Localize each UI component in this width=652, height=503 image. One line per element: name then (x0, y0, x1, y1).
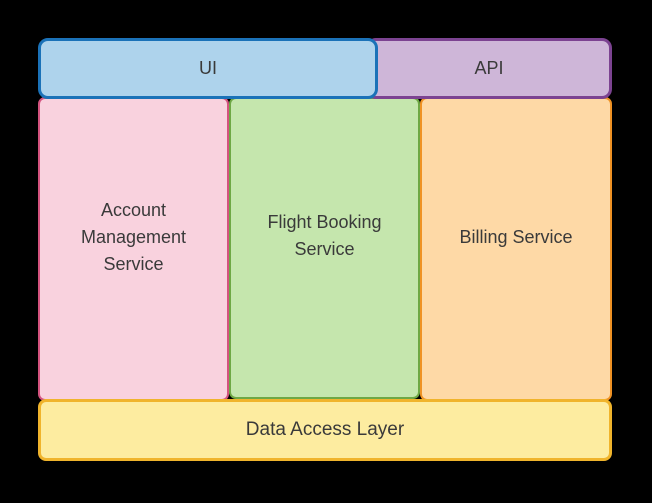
data-access-layer-node[interactable]: Data Access Layer (38, 399, 612, 461)
api-layer-node[interactable]: API (366, 38, 612, 99)
account-management-service-node[interactable]: Account Management Service (38, 97, 229, 401)
data-access-layer-label: Data Access Layer (245, 418, 405, 440)
flight-booking-service-label: Flight Booking Service (267, 212, 382, 259)
ui-layer-node[interactable]: UI (38, 38, 378, 99)
billing-service-node[interactable]: Billing Service (420, 97, 612, 401)
billing-service-label: Billing Service (459, 226, 573, 247)
flight-booking-service-node[interactable]: Flight Booking Service (229, 97, 420, 399)
ui-layer-label: UI (199, 58, 217, 78)
api-layer-label: API (474, 58, 504, 78)
account-management-service-label: Account Management Service (80, 199, 187, 274)
